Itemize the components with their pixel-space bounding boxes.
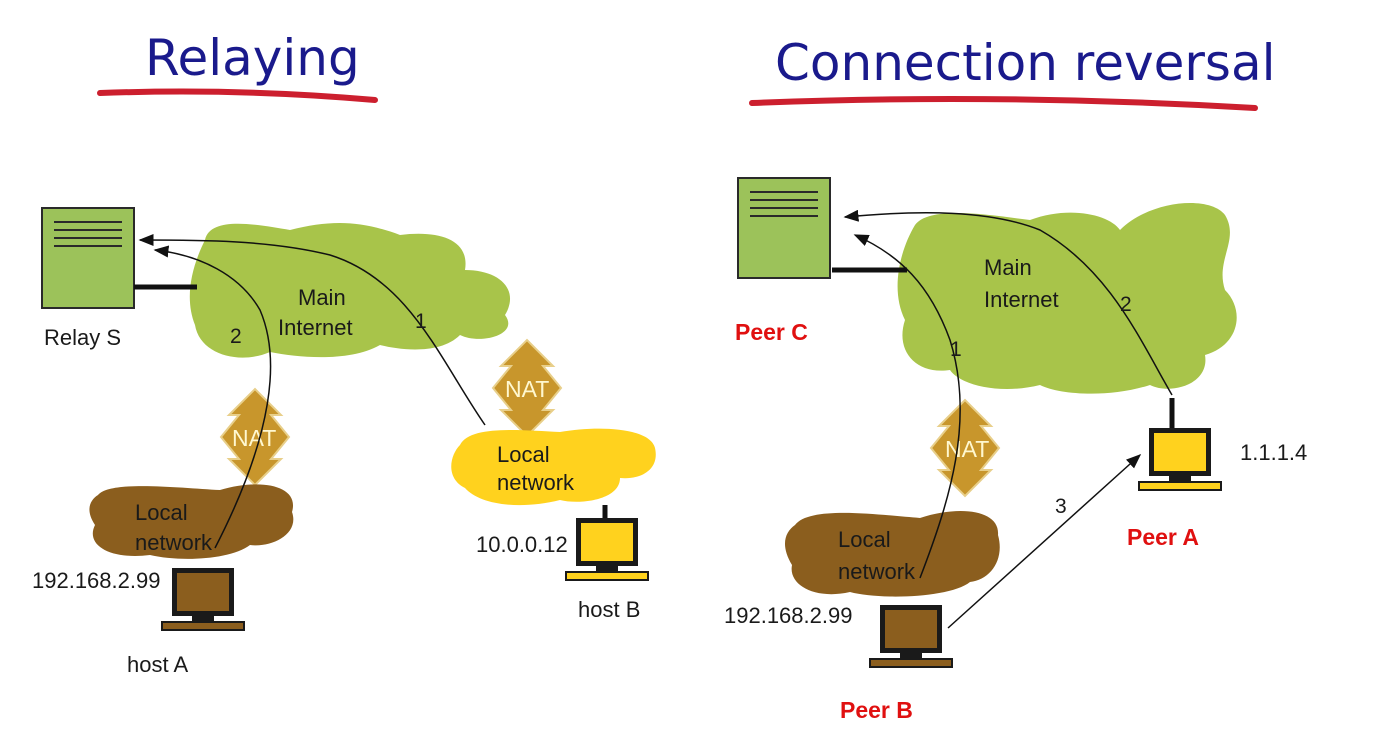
peer-b-label: Peer B bbox=[840, 697, 913, 723]
peer-b-laptop-icon bbox=[869, 604, 953, 668]
connection-reversal-panel: Connection reversal Main Internet Peer C… bbox=[724, 34, 1307, 723]
local-a-label-2: network bbox=[135, 530, 213, 555]
arrow-3-right bbox=[947, 453, 1142, 629]
arrow-1-right-label: 1 bbox=[950, 338, 962, 361]
arrow-3-right-label: 3 bbox=[1055, 495, 1067, 518]
host-a-laptop-icon bbox=[161, 567, 245, 631]
arrow-2-left bbox=[153, 245, 272, 549]
local-right-label-2: network bbox=[838, 559, 916, 584]
host-b-label: host B bbox=[578, 597, 640, 622]
arrow-2-right-label: 2 bbox=[1120, 293, 1132, 316]
arrow-2-right bbox=[843, 209, 1173, 396]
peer-a-ip: 1.1.1.4 bbox=[1240, 440, 1307, 465]
arrow-1-left-label: 1 bbox=[415, 310, 427, 333]
relaying-title: Relaying bbox=[145, 29, 360, 87]
local-b-label-2: network bbox=[497, 470, 575, 495]
relay-server-label: Relay S bbox=[44, 325, 121, 350]
local-network-b bbox=[451, 428, 656, 506]
internet-label-right-2: Internet bbox=[984, 287, 1059, 312]
nat-label-right: NAT bbox=[945, 436, 989, 462]
reversal-underline bbox=[749, 96, 1258, 111]
internet-label-left-2: Internet bbox=[278, 315, 353, 340]
peer-b-ip: 192.168.2.99 bbox=[724, 603, 852, 628]
relaying-panel: Relaying Main Internet Relay S NAT NAT L… bbox=[32, 29, 656, 677]
relaying-underline bbox=[97, 88, 378, 103]
host-a-ip: 192.168.2.99 bbox=[32, 568, 160, 593]
relay-server-icon bbox=[41, 207, 135, 309]
internet-label-left-1: Main bbox=[298, 285, 346, 310]
peer-c-label: Peer C bbox=[735, 319, 808, 345]
peer-a-laptop-icon bbox=[1138, 427, 1222, 491]
local-a-label-1: Local bbox=[135, 500, 188, 525]
nat-label-b: NAT bbox=[505, 376, 549, 402]
reversal-title: Connection reversal bbox=[775, 34, 1276, 92]
peer-a-label: Peer A bbox=[1127, 524, 1199, 550]
internet-cloud-left bbox=[189, 223, 511, 358]
local-b-label-1: Local bbox=[497, 442, 550, 467]
peer-c-server-icon bbox=[737, 177, 831, 279]
host-a-label: host A bbox=[127, 652, 188, 677]
host-b-ip: 10.0.0.12 bbox=[476, 532, 568, 557]
internet-cloud-right bbox=[897, 203, 1237, 394]
local-network-a bbox=[89, 484, 294, 559]
internet-label-right-1: Main bbox=[984, 255, 1032, 280]
arrow-1-left bbox=[138, 234, 486, 426]
arrow-2-left-label: 2 bbox=[230, 325, 242, 348]
host-b-laptop-icon bbox=[565, 517, 649, 581]
nat-label-a: NAT bbox=[232, 425, 276, 451]
local-right-label-1: Local bbox=[838, 527, 891, 552]
local-network-right bbox=[784, 511, 1000, 597]
arrow-1-right bbox=[853, 234, 961, 579]
